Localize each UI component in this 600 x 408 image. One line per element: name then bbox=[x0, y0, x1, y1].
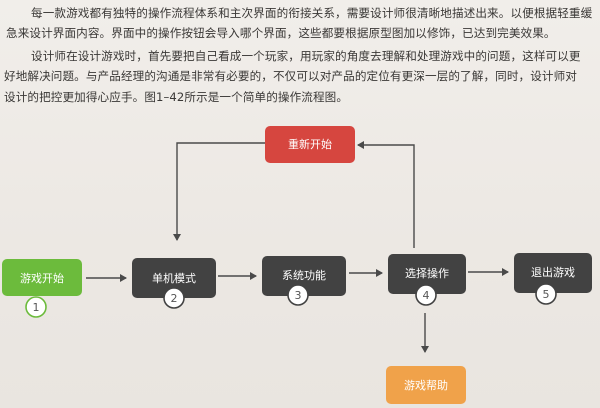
node-system-label: 系统功能 bbox=[282, 268, 326, 282]
node-start-badge bbox=[25, 296, 47, 318]
node-exit-badge bbox=[535, 283, 557, 305]
node-exit-number: 5 bbox=[543, 288, 550, 301]
node-single-box bbox=[132, 258, 216, 298]
node-select-number: 4 bbox=[423, 289, 430, 302]
node-exit-label: 退出游戏 bbox=[531, 265, 575, 279]
text-line-2: 急来设计界面内容。界面中的操作按钮会导入哪个界面，这些都要根据原型图加以修饰，已… bbox=[6, 26, 556, 40]
node-single-label: 单机模式 bbox=[152, 271, 196, 285]
node-system-box bbox=[262, 256, 346, 296]
node-help-box bbox=[386, 366, 466, 404]
node-system-badge bbox=[287, 284, 309, 306]
arrow-select-to-restart bbox=[357, 141, 415, 248]
node-select: 选择操作 4 bbox=[388, 254, 466, 306]
node-select-box bbox=[388, 254, 466, 294]
node-single-badge bbox=[163, 287, 185, 309]
node-start-label: 游戏开始 bbox=[20, 271, 64, 285]
node-help: 游戏帮助 bbox=[386, 366, 466, 404]
node-help-label: 游戏帮助 bbox=[404, 378, 448, 392]
node-system-number: 3 bbox=[295, 289, 302, 302]
text-line-3: 设计师在设计游戏时，首先要把自己看成一个玩家，用玩家的角度去理解和处理游戏中的问… bbox=[31, 49, 581, 63]
node-exit: 退出游戏 5 bbox=[514, 253, 592, 305]
text-line-1: 每一款游戏都有独特的操作流程体系和主次界面的衔接关系，需要设计师很清晰地描述出来… bbox=[31, 6, 593, 20]
text-line-4: 好地解决问题。与产品经理的沟通是非常有必要的，不仅可以对产品的定位有更深一层的了… bbox=[4, 69, 577, 83]
arrow-restart-to-single bbox=[173, 142, 265, 241]
node-single: 单机模式 2 bbox=[132, 258, 216, 309]
node-single-number: 2 bbox=[171, 292, 178, 305]
node-start: 游戏开始 1 bbox=[2, 259, 82, 318]
node-exit-box bbox=[514, 253, 592, 293]
node-start-box bbox=[2, 259, 82, 296]
node-system: 系统功能 3 bbox=[262, 256, 346, 306]
node-restart: 重新开始 bbox=[265, 126, 355, 163]
node-select-label: 选择操作 bbox=[405, 266, 449, 280]
node-restart-box bbox=[265, 126, 355, 163]
node-start-number: 1 bbox=[33, 301, 40, 314]
node-select-badge bbox=[415, 284, 437, 306]
text-line-5: 设计的把控更加得心应手。图1–42所示是一个简单的操作流程图。 bbox=[4, 90, 349, 104]
node-restart-label: 重新开始 bbox=[288, 137, 332, 151]
